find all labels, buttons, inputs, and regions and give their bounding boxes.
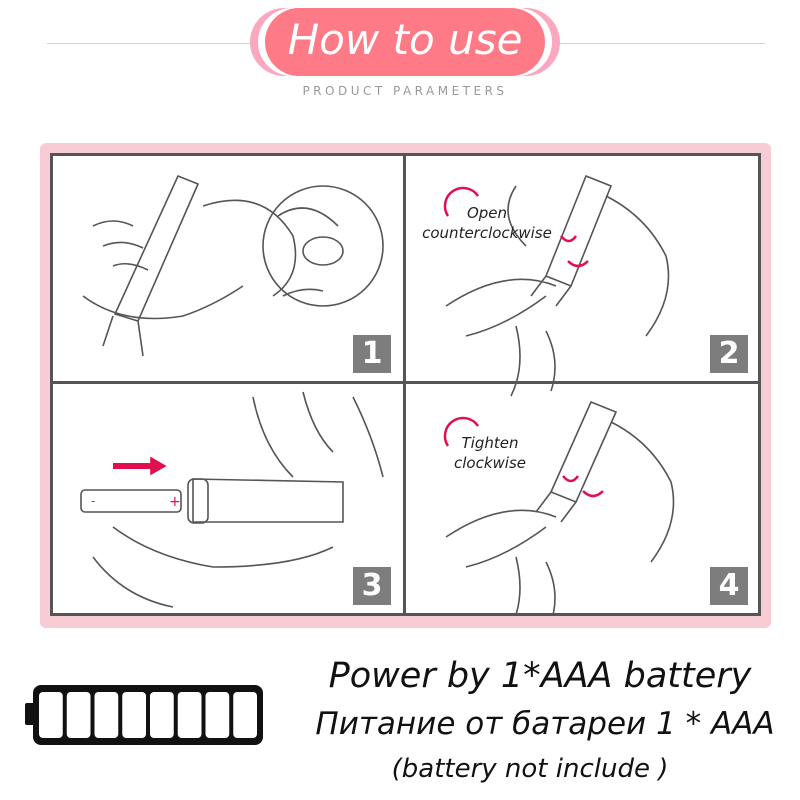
power-text-russian: Питание от батареи 1 * AAA [315, 706, 775, 742]
step4-illustration [445, 400, 675, 613]
instruction-illustrations: - + [80, 174, 675, 613]
battery-cell [94, 692, 119, 738]
step-4-label-line1: Tighten [461, 434, 519, 452]
step-4-label: Tighten clockwise [440, 433, 540, 473]
battery-cell [205, 692, 230, 738]
step-2-label-line1: Open [466, 204, 508, 222]
step-2-label: Open counterclockwise [412, 203, 562, 243]
step-4-label-line2: clockwise [453, 454, 526, 472]
step1-illustration [82, 174, 384, 357]
svg-text:-: - [91, 494, 95, 508]
battery-cell [39, 692, 63, 738]
power-text: Power by 1*AAA battery [328, 656, 752, 696]
battery-cell [66, 692, 91, 738]
battery-note: (battery not include ) [391, 754, 669, 784]
step2-illustration [445, 174, 670, 397]
counterclockwise-arrow-icon [443, 186, 480, 217]
header-line-left [47, 43, 257, 44]
header-line-right [555, 43, 765, 44]
step3-illustration [80, 391, 384, 608]
battery-cell [177, 692, 202, 738]
grid-divider-vertical [403, 153, 406, 616]
battery-icon [25, 685, 263, 745]
rotation-arrows [443, 186, 604, 498]
grid-divider-horizontal [50, 381, 761, 384]
page-title: How to use [265, 8, 545, 76]
battery-cell [233, 692, 257, 738]
battery-cell [122, 692, 146, 738]
step-2-badge: 2 [710, 335, 748, 373]
battery-cell [150, 692, 174, 738]
clockwise-arrow-icon [443, 416, 480, 447]
step-3-badge: 3 [353, 567, 391, 605]
step-1-badge: 1 [353, 335, 391, 373]
step-4-badge: 4 [710, 567, 748, 605]
page-subtitle: PRODUCT PARAMETERS [302, 84, 508, 98]
step-2-label-line2: counterclockwise [422, 224, 552, 242]
svg-text:+: + [169, 494, 181, 510]
